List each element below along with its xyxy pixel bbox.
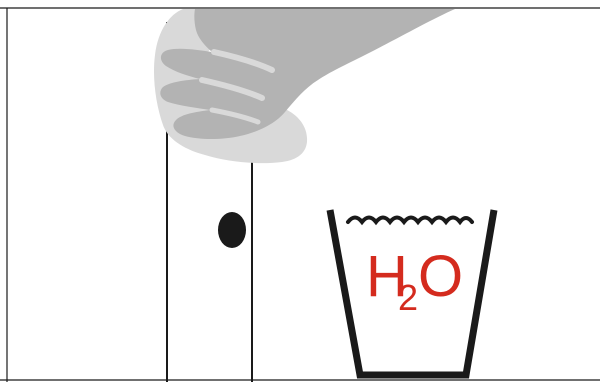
h2o-label: H 2 O	[366, 244, 463, 318]
door-knob-icon	[218, 212, 246, 248]
gloved-hand-icon	[160, 9, 455, 139]
water-surface-icon	[348, 218, 472, 223]
formula-subscript: 2	[398, 277, 418, 318]
formula-element-o: O	[418, 244, 463, 309]
